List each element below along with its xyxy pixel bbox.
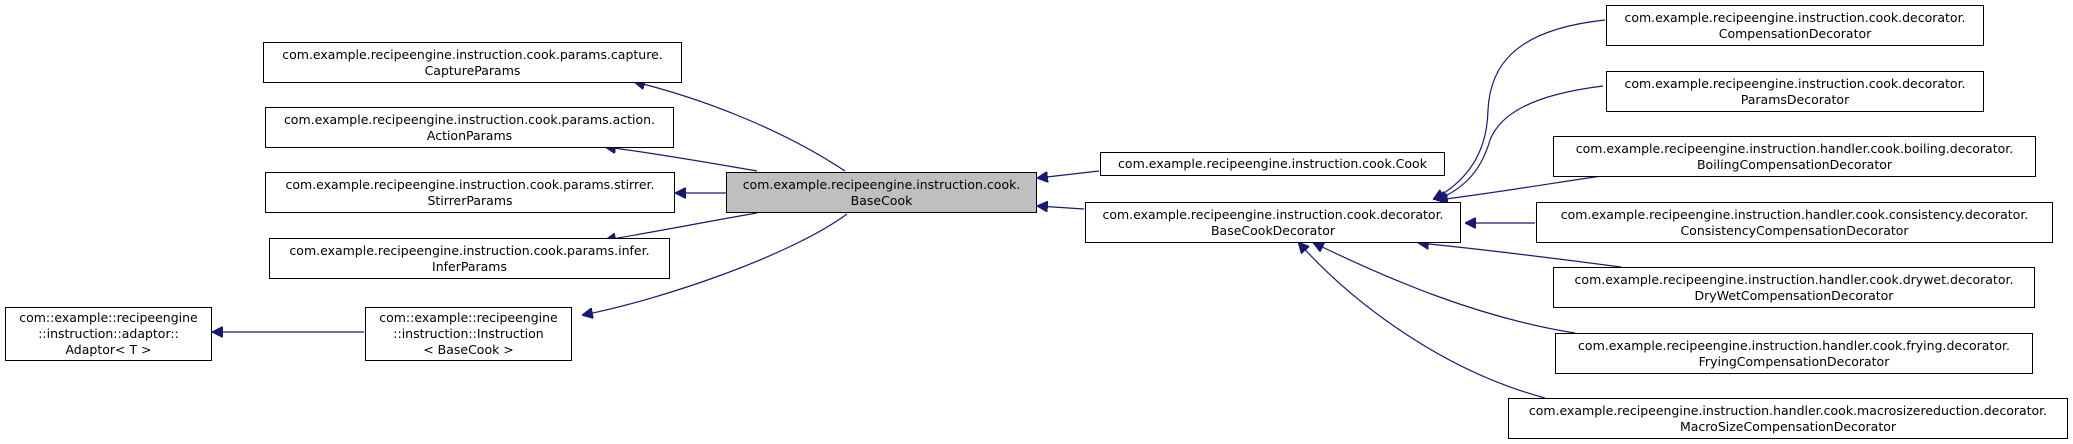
class-node-instruction-line3: < BaseCook > <box>423 342 514 357</box>
class-node-actionparams-line2: ActionParams <box>426 127 513 143</box>
class-node-adaptor-line2: ::instruction::adaptor:: <box>38 326 179 341</box>
class-node-paramsdecorator-line1: com.example.recipeengine.instruction.coo… <box>1624 75 1966 91</box>
class-node-compensationdecorator[interactable]: com.example.recipeengine.instruction.coo… <box>1606 5 1984 46</box>
edge-basecook-instruction <box>583 213 848 315</box>
class-node-macrosizedecorator-line2: MacroSizeCompensationDecorator <box>1679 418 1897 434</box>
class-node-cook-line1: com.example.recipeengine.instruction.coo… <box>1118 156 1427 171</box>
class-node-stirrerparams-line2: StirrerParams <box>427 192 513 208</box>
class-node-consistencydecorator-line2: ConsistencyCompensationDecorator <box>1680 222 1909 238</box>
class-node-basecook-line2: BaseCook <box>850 192 913 208</box>
class-node-adaptor-line1: com::example::recipeengine <box>19 310 198 325</box>
class-node-basecook-line1: com.example.recipeengine.instruction.coo… <box>742 176 1021 192</box>
class-node-boilingdecorator-line2: BoilingCompensationDecorator <box>1696 156 1893 172</box>
edge-compensation-basecookdecorator <box>1434 19 1606 199</box>
edge-basecook-inferparams <box>606 212 758 240</box>
edge-drywet-basecookdecorator <box>1419 243 1622 268</box>
class-node-basecookdecorator-line2: BaseCookDecorator <box>1210 222 1336 238</box>
class-node-stirrerparams[interactable]: com.example.recipeengine.instruction.coo… <box>265 172 675 213</box>
class-node-compensationdecorator-line2: CompensationDecorator <box>1718 25 1872 41</box>
class-node-captureparams[interactable]: com.example.recipeengine.instruction.coo… <box>263 42 682 83</box>
class-node-actionparams[interactable]: com.example.recipeengine.instruction.coo… <box>265 107 674 148</box>
class-node-basecookdecorator[interactable]: com.example.recipeengine.instruction.coo… <box>1085 202 1461 243</box>
class-node-fryingdecorator-line2: FryingCompensationDecorator <box>1698 353 1890 369</box>
class-node-instruction-line2: ::instruction::Instruction <box>393 326 544 341</box>
class-node-inferparams[interactable]: com.example.recipeengine.instruction.coo… <box>269 238 670 279</box>
class-node-actionparams-line1: com.example.recipeengine.instruction.coo… <box>283 111 656 127</box>
class-node-cook[interactable]: com.example.recipeengine.instruction.coo… <box>1100 152 1445 176</box>
class-node-instruction[interactable]: com::example::recipeengine ::instruction… <box>365 307 572 361</box>
edge-boiling-basecookdecorator <box>1438 174 1609 200</box>
class-node-drywetdecorator-line2: DryWetCompensationDecorator <box>1694 287 1894 303</box>
class-node-captureparams-line1: com.example.recipeengine.instruction.coo… <box>282 46 663 62</box>
class-node-basecookdecorator-line1: com.example.recipeengine.instruction.coo… <box>1102 206 1444 222</box>
class-node-stirrerparams-line1: com.example.recipeengine.instruction.coo… <box>285 176 655 192</box>
class-node-consistencydecorator-line1: com.example.recipeengine.instruction.han… <box>1560 206 2029 222</box>
class-node-captureparams-line2: CaptureParams <box>424 62 521 78</box>
edge-cook-basecook <box>1038 170 1100 178</box>
class-node-compensationdecorator-line1: com.example.recipeengine.instruction.coo… <box>1624 9 1966 25</box>
class-node-consistencydecorator[interactable]: com.example.recipeengine.instruction.han… <box>1536 202 2053 243</box>
edge-basecook-captureparams <box>635 82 846 172</box>
class-node-inferparams-line1: com.example.recipeengine.instruction.coo… <box>289 242 650 258</box>
class-node-adaptor-line3: Adaptor< T > <box>65 342 152 357</box>
class-node-paramsdecorator[interactable]: com.example.recipeengine.instruction.coo… <box>1606 71 1984 112</box>
edge-params-basecookdecorator <box>1437 85 1604 200</box>
edge-basecook-actionparams <box>606 147 758 172</box>
class-node-macrosizedecorator-line1: com.example.recipeengine.instruction.han… <box>1528 402 2048 418</box>
class-node-drywetdecorator-line1: com.example.recipeengine.instruction.han… <box>1574 271 2014 287</box>
class-node-instruction-line1: com::example::recipeengine <box>379 310 558 325</box>
class-node-fryingdecorator-line1: com.example.recipeengine.instruction.han… <box>1578 337 2010 353</box>
class-node-drywetdecorator[interactable]: com.example.recipeengine.instruction.han… <box>1553 267 2035 308</box>
class-node-paramsdecorator-line2: ParamsDecorator <box>1740 91 1850 107</box>
class-node-boilingdecorator[interactable]: com.example.recipeengine.instruction.han… <box>1553 136 2036 177</box>
class-node-adaptor[interactable]: com::example::recipeengine ::instruction… <box>5 307 212 361</box>
class-node-basecook[interactable]: com.example.recipeengine.instruction.coo… <box>726 172 1037 213</box>
class-node-macrosizedecorator[interactable]: com.example.recipeengine.instruction.han… <box>1508 398 2068 439</box>
class-node-boilingdecorator-line1: com.example.recipeengine.instruction.han… <box>1575 140 2014 156</box>
class-node-inferparams-line2: InferParams <box>432 258 507 274</box>
edge-macrosize-basecookdecorator <box>1299 243 1546 399</box>
edge-frying-basecookdecorator <box>1314 243 1576 334</box>
edge-basecookdecorator-basecook <box>1038 206 1085 209</box>
class-node-fryingdecorator[interactable]: com.example.recipeengine.instruction.han… <box>1555 333 2033 374</box>
